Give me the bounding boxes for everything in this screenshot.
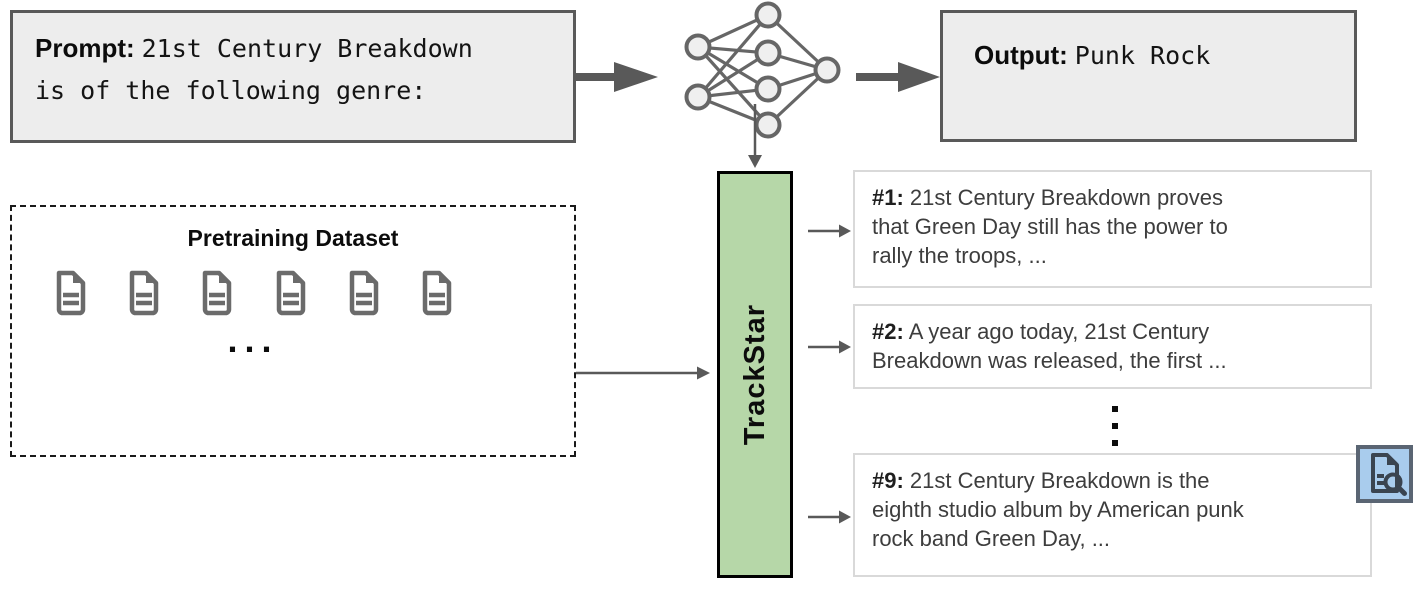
dataset-ellipsis: ... (227, 319, 279, 360)
document-icon (203, 270, 232, 316)
result-1-line-3: rally the troops, ... (872, 243, 1047, 268)
model-to-output-arrow (856, 62, 940, 92)
pretraining-dataset-title: Pretraining Dataset (187, 225, 399, 251)
result-9-line-1: 21st Century Breakdown is the (909, 468, 1210, 493)
result-box-1: #1: 21st Century Breakdown proves that G… (853, 170, 1372, 288)
result-9-line-3: rock band Green Day, ... (872, 526, 1111, 551)
result-9-rank: #9: (872, 468, 904, 493)
neural-network-icon (684, 1, 841, 139)
document-icon (56, 270, 86, 316)
result-2-rank: #2: (872, 319, 904, 344)
document-icon (276, 270, 305, 316)
result-2-line-1: A year ago today, 21st Century (908, 319, 1210, 344)
trackstar-to-result2-arrow (808, 340, 851, 354)
output-text: Output: Punk Rock (943, 13, 1354, 77)
prompt-text: Prompt: 21st Century Breakdown is of the… (13, 13, 573, 112)
trackstar-label: TrackStar (738, 303, 771, 446)
result-1-rank: #1: (872, 185, 904, 210)
trackstar-box: TrackStar (717, 171, 793, 578)
model-to-trackstar-arrow (748, 104, 762, 168)
output-box: Output: Punk Rock (940, 10, 1357, 142)
result-1-line-2: that Green Day still has the power to (872, 214, 1228, 239)
document-search-icon (1356, 445, 1413, 503)
neural-network-nodes (684, 1, 841, 139)
dataset-to-trackstar-arrow (567, 366, 710, 380)
result-9-line-2: eighth studio album by American punk (872, 497, 1244, 522)
document-icons-row (52, 269, 454, 317)
result-2-line-2: Breakdown was released, the first ... (872, 348, 1227, 373)
vertical-ellipsis-icon (1112, 406, 1118, 457)
result-box-2: #2: A year ago today, 21st Century Break… (853, 304, 1372, 389)
prompt-line-1: 21st Century Breakdown (141, 34, 473, 63)
prompt-line-2: is of the following genre: (35, 76, 427, 105)
prompt-to-model-arrow (576, 62, 658, 92)
result-box-9: #9: 21st Century Breakdown is the eighth… (853, 453, 1372, 577)
document-icon (422, 270, 452, 316)
prompt-label: Prompt: (35, 33, 135, 63)
output-label: Output: (974, 40, 1068, 70)
output-value: Punk Rock (1074, 41, 1211, 70)
document-icon (129, 270, 159, 316)
neural-network-edges (696, 13, 829, 127)
trackstar-to-result1-arrow (808, 224, 851, 238)
result-1-line-1: 21st Century Breakdown proves (909, 185, 1223, 210)
prompt-box: Prompt: 21st Century Breakdown is of the… (10, 10, 576, 143)
pretraining-dataset-box: Pretraining Dataset ... (10, 205, 576, 457)
document-icon (349, 270, 378, 316)
trackstar-to-result9-arrow (808, 510, 851, 524)
